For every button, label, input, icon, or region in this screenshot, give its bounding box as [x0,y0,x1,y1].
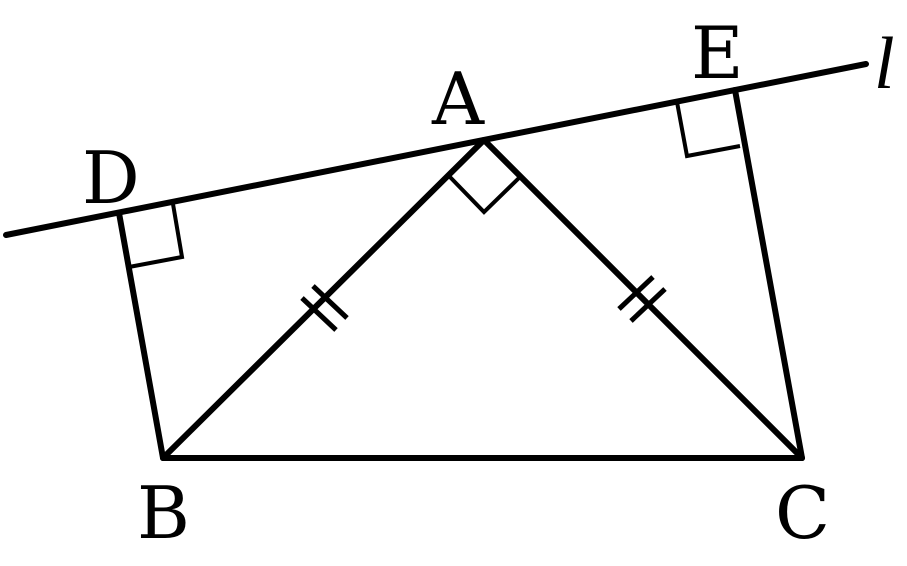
label-c: C [775,471,830,555]
segment-ce [732,87,805,461]
segment-ac [481,137,805,461]
line-l [3,61,869,238]
right-angle-marker-e [675,101,741,159]
segment-bd [116,210,166,461]
tick-marks-ac [617,275,667,323]
label-e: E [691,11,744,95]
label-b: B [137,471,190,555]
right-angle-marker-d [128,203,185,269]
tick-marks-ab [300,284,349,332]
label-a: A [431,57,485,141]
label-line-l: l [874,23,895,105]
right-angle-marker-a [447,174,523,215]
label-d: D [82,136,140,220]
